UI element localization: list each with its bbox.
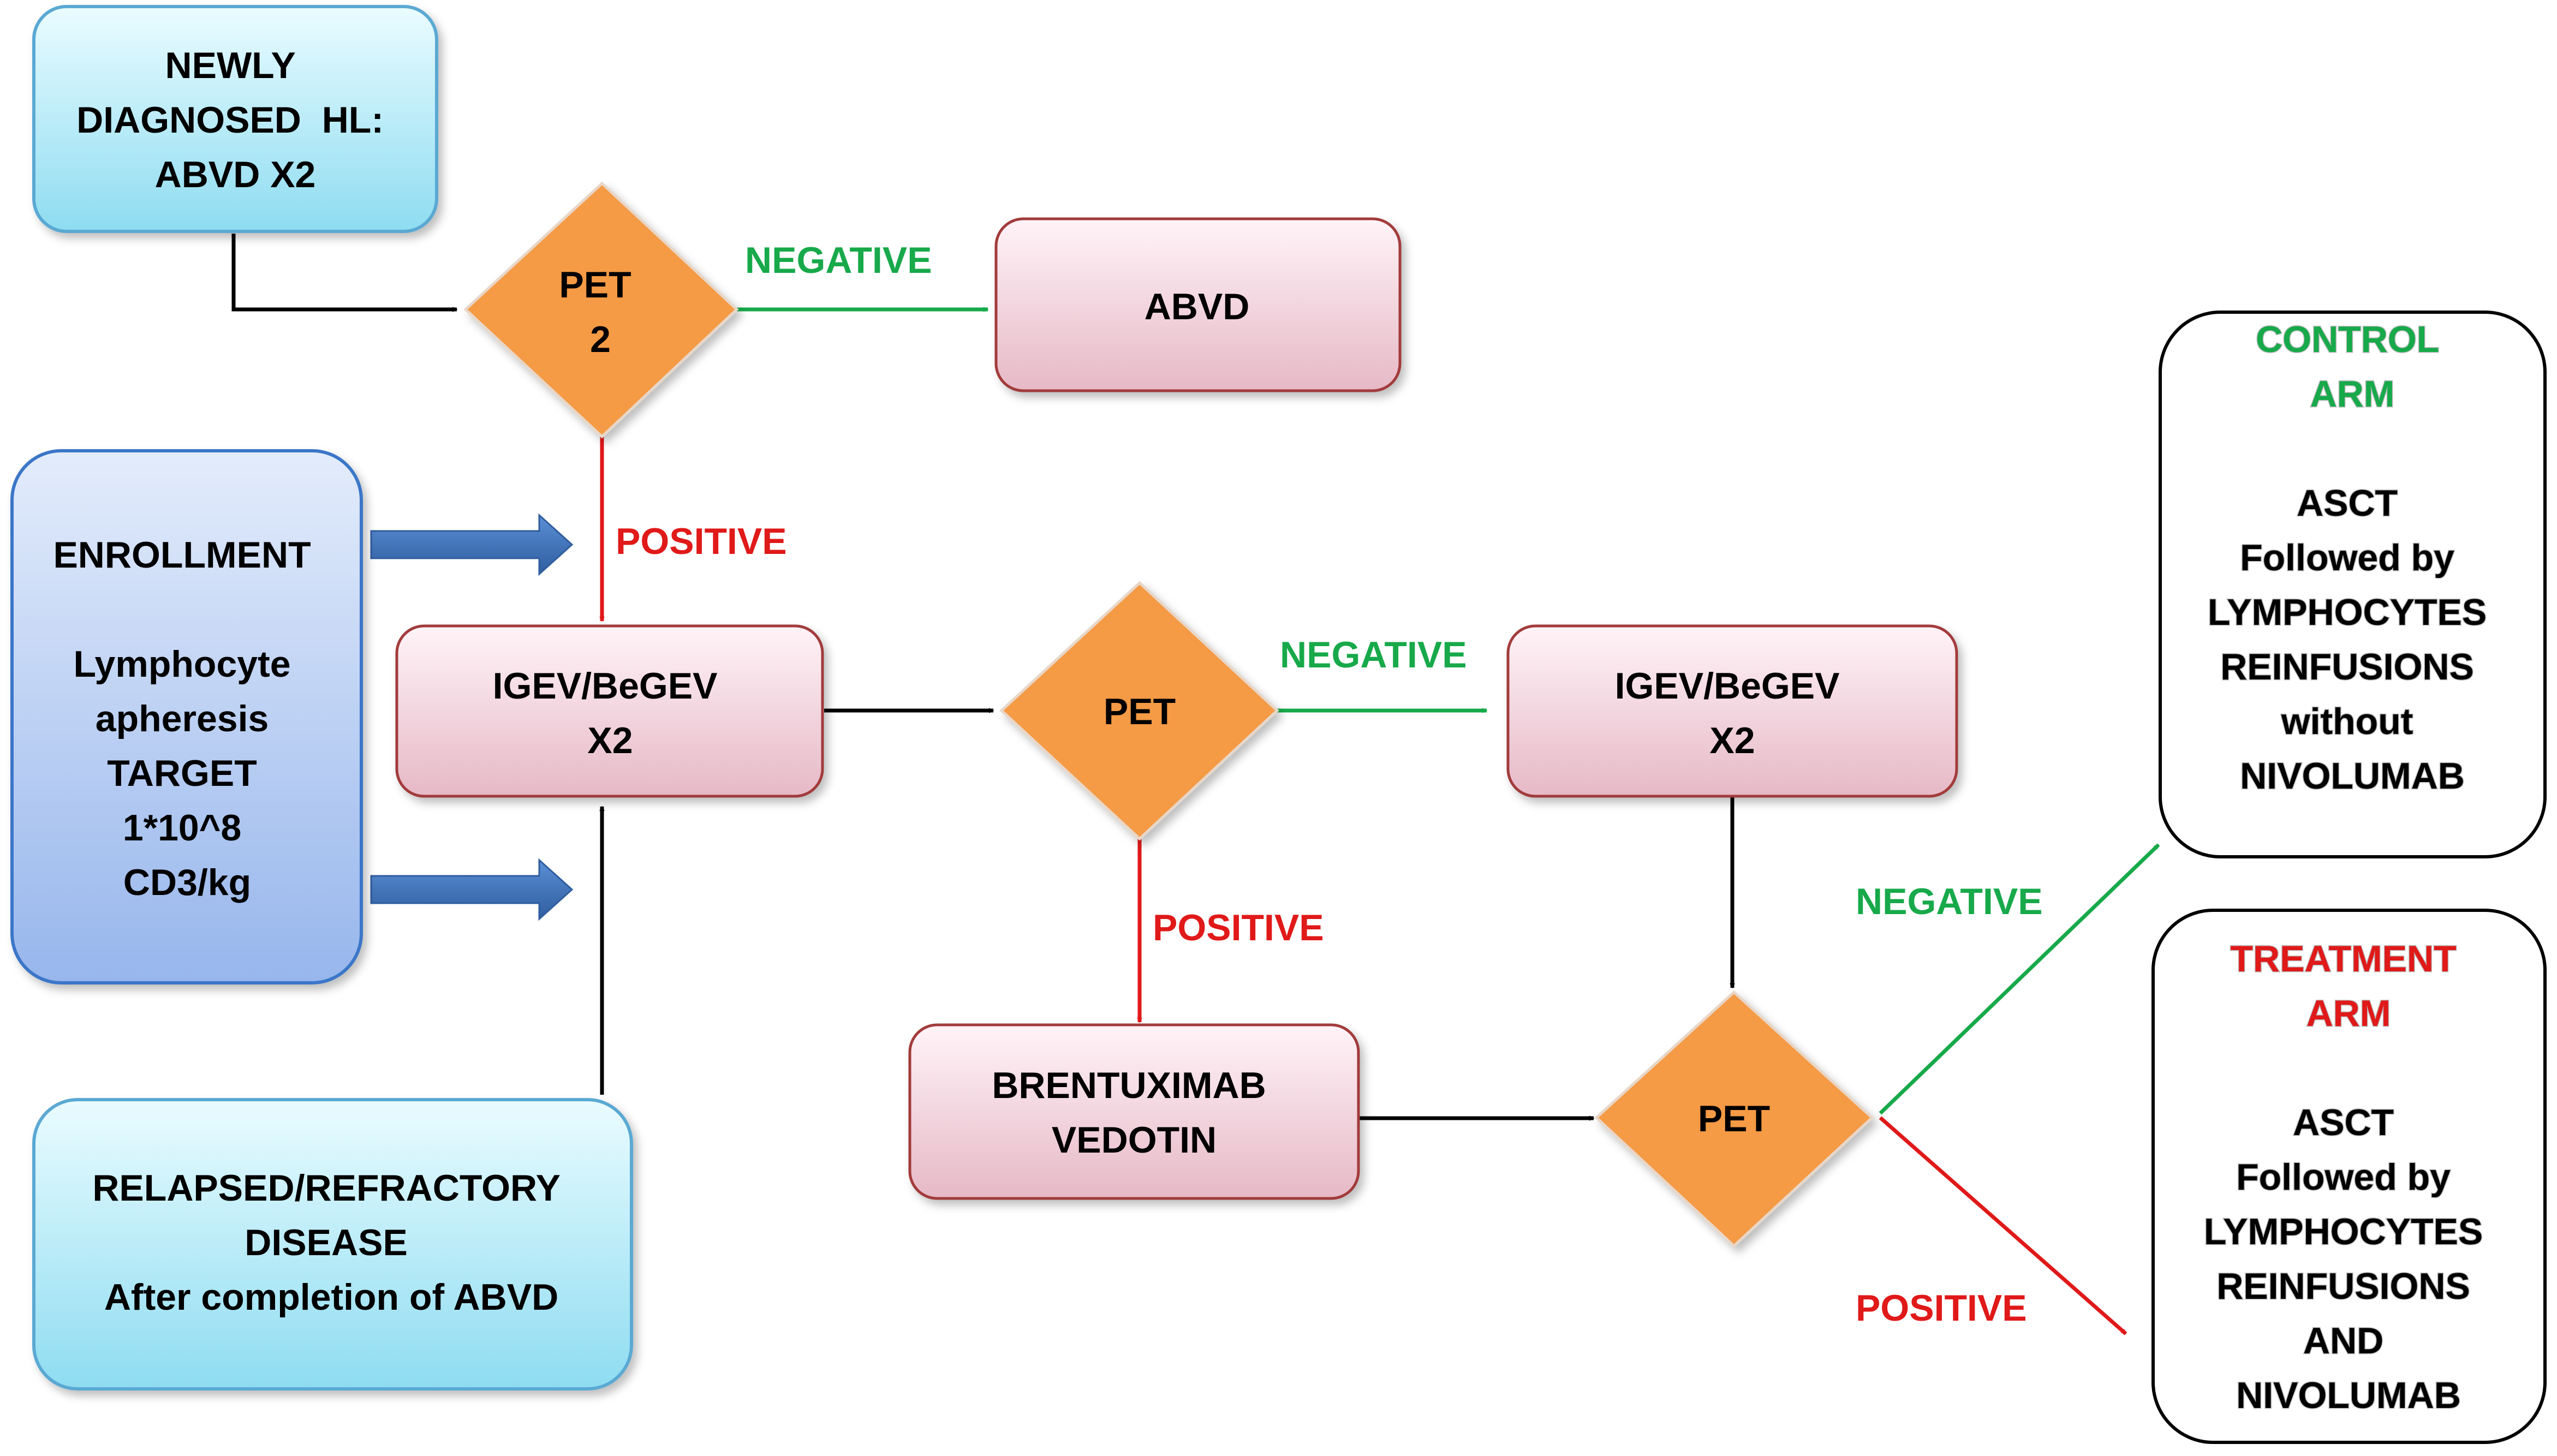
brentuximab-line-2: VEDOTIN: [1052, 1119, 1217, 1161]
svg-text:ABVD: ABVD: [1145, 286, 1250, 327]
control-arm-line-5: without: [2281, 701, 2413, 742]
pet2-line-2: 2: [590, 319, 611, 360]
label-pet-final-negative: NEGATIVE: [1856, 881, 2043, 922]
svg-text:TREATMENT ARM: TREATMENT ARM: [2230, 938, 2466, 1034]
node-pet2: PET 2: [463, 181, 739, 439]
label-pet2-positive: POSITIVE: [616, 521, 787, 562]
relapsed-line-2: DISEASE: [245, 1222, 408, 1263]
relapsed-line-3: After completion of ABVD: [104, 1276, 558, 1318]
svg-text:ENROLLMENT Lymphocyte: ENROLLMENT Lymphocyte apheresis TARGET 1…: [53, 534, 321, 903]
svg-text:RELAPSED/REFRACTORY DISE: RELAPSED/REFRACTORY DISEASE After comple…: [92, 1167, 570, 1318]
treatment-arm-title-1: TREATMENT: [2230, 938, 2456, 980]
svg-text:ASCT Followed by L: ASCT Followed by LYMPHOCYTES REINFUSIONS…: [2204, 1102, 2493, 1416]
svg-text:IGEV/BeGEV X2: IGEV/BeGEV X2: [1615, 665, 1850, 761]
treatment-arm-line-1: ASCT: [2293, 1102, 2394, 1143]
edge-newly-diagnosed-to-pet2: [231, 234, 457, 309]
relapsed-line-1: RELAPSED/REFRACTORY: [92, 1167, 560, 1209]
node-treatment-arm: TREATMENT ARM ASCT Followed by LYMPHOCYT…: [2151, 909, 2547, 1444]
label-pet-final-positive: POSITIVE: [1856, 1287, 2027, 1329]
connectors: [231, 234, 2160, 1335]
treatment-arm-title-2: ARM: [2306, 993, 2391, 1034]
node-pet-final: PET: [1594, 990, 1874, 1248]
svg-text:NEWLY DIAGNOSED HL:: NEWLY DIAGNOSED HL: ABVD X2: [76, 45, 394, 195]
newly-diagnosed-line-3: ABVD X2: [155, 154, 316, 195]
svg-text:PET 2: PET 2: [559, 264, 641, 360]
treatment-arm-line-2: Followed by: [2236, 1156, 2451, 1198]
enrollment-line-7: CD3/kg: [123, 862, 251, 903]
svg-text:BRENTUXIMAB VEDOTIN: BRENTUXIMAB VEDOTIN: [992, 1065, 1276, 1161]
edge-pet-final-to-control-arm: [1879, 843, 2160, 1115]
edge-labels: NEGATIVE POSITIVE NEGATIVE POSITIVE NEGA…: [616, 240, 2043, 1329]
igev1-line-1: IGEV/BeGEV: [493, 665, 718, 707]
treatment-arm-line-4: REINFUSIONS: [2216, 1266, 2470, 1307]
treatment-arm-line-5: AND: [2303, 1320, 2383, 1362]
enrollment-line-6: 1*10^8: [123, 807, 241, 849]
control-arm-line-2: Followed by: [2240, 537, 2454, 578]
pet-final-line-1: PET: [1698, 1098, 1770, 1139]
svg-text:PET: PET: [1698, 1098, 1770, 1139]
edge-pet-final-to-treatment-arm: [1879, 1116, 2127, 1335]
control-arm-line-1: ASCT: [2297, 482, 2398, 524]
svg-text:IGEV/BeGEV X2: IGEV/BeGEV X2: [493, 665, 728, 761]
treatment-arm-line-3: LYMPHOCYTES: [2204, 1211, 2483, 1252]
label-pet-mid-negative: NEGATIVE: [1280, 634, 1467, 676]
block-arrow-upper: [370, 513, 574, 576]
treatment-arm-line-6: NIVOLUMAB: [2236, 1375, 2461, 1416]
label-pet2-negative: NEGATIVE: [745, 240, 932, 281]
node-brentuximab: BRENTUXIMAB VEDOTIN: [908, 1023, 1360, 1200]
node-control-arm: CONTROL ARM ASCT Followed by LYMPHOCYTES…: [2159, 311, 2547, 858]
node-enrollment: ENROLLMENT Lymphocyte apheresis TARGET 1…: [10, 449, 363, 984]
enrollment-line-4: apheresis: [96, 698, 269, 739]
label-pet-mid-positive: POSITIVE: [1153, 907, 1324, 948]
enrollment-line-3: Lymphocyte: [74, 643, 291, 685]
pet2-line-1: PET: [559, 264, 631, 306]
svg-text:CONTROL ARM: CONTROL ARM: [2256, 319, 2449, 415]
igev2-line-1: IGEV/BeGEV: [1615, 665, 1840, 707]
svg-text:PET: PET: [1104, 691, 1176, 732]
pet-mid-line-1: PET: [1104, 691, 1176, 732]
brentuximab-line-1: BRENTUXIMAB: [992, 1065, 1266, 1106]
control-arm-title-2: ARM: [2310, 373, 2395, 415]
node-abvd: ABVD: [994, 217, 1402, 392]
newly-diagnosed-line-2: DIAGNOSED HL:: [76, 99, 384, 141]
node-relapsed: RELAPSED/REFRACTORY DISEASE After comple…: [32, 1098, 633, 1391]
abvd-line-1: ABVD: [1145, 286, 1250, 327]
enrollment-arrows: [370, 513, 574, 921]
node-igev1: IGEV/BeGEV X2: [395, 624, 824, 798]
control-arm-line-3: LYMPHOCYTES: [2208, 592, 2487, 633]
enrollment-line-1: ENROLLMENT: [53, 534, 311, 576]
node-igev2: IGEV/BeGEV X2: [1506, 624, 1958, 798]
node-pet-mid: PET: [999, 581, 1279, 841]
newly-diagnosed-line-1: NEWLY: [165, 45, 296, 86]
control-arm-title-1: CONTROL: [2256, 319, 2439, 360]
node-newly-diagnosed: NEWLY DIAGNOSED HL: ABVD X2: [32, 5, 438, 233]
enrollment-line-5: TARGET: [107, 753, 257, 794]
svg-text:ASCT Followed by L: ASCT Followed by LYMPHOCYTES REINFUSIONS…: [2208, 482, 2497, 797]
block-arrow-lower: [370, 858, 574, 921]
control-arm-line-6: NIVOLUMAB: [2240, 755, 2465, 797]
control-arm-line-4: REINFUSIONS: [2220, 646, 2474, 688]
igev1-line-2: X2: [587, 720, 633, 761]
igev2-line-2: X2: [1709, 720, 1755, 761]
